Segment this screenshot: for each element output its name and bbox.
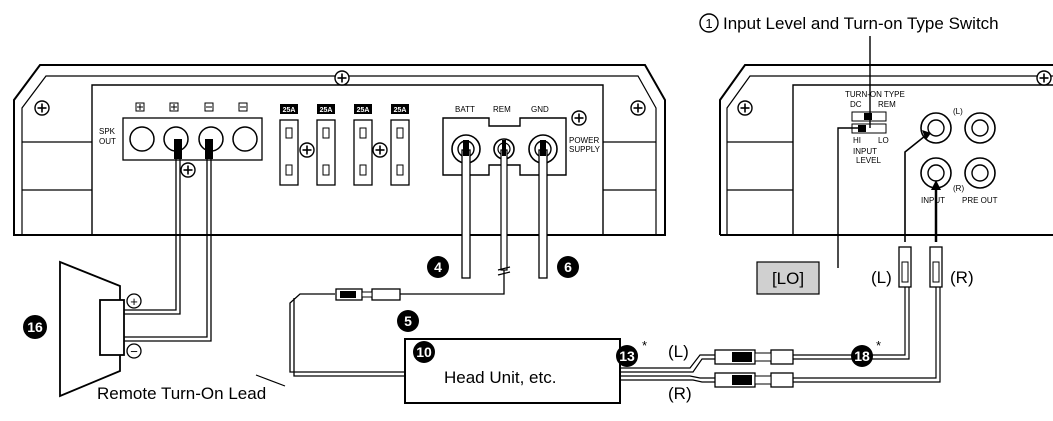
asterisk-13: * — [642, 338, 647, 353]
callout-18: 18 — [854, 348, 870, 364]
fuse: 25A — [316, 104, 336, 186]
fuse-rating-label: 25A — [283, 107, 296, 114]
rca-connectors: (L) (R) — [620, 342, 794, 403]
callout-6: 6 — [564, 259, 572, 275]
l-lead-label: (L) — [871, 268, 892, 287]
input-switch-label: Input Level and Turn-on Type Switch — [723, 14, 999, 33]
callout-5: 5 — [404, 313, 412, 329]
pre-out-label: PRE OUT — [962, 196, 998, 205]
lo-label: LO — [878, 136, 889, 145]
fuse-rating-label: 25A — [394, 107, 407, 114]
lo-box-label: [LO] — [772, 269, 804, 288]
screw-icon — [180, 162, 196, 178]
minus-icon — [126, 343, 142, 359]
fuse-block: 25A 25A 25A 25A — [279, 104, 410, 186]
rem-label: REM — [493, 105, 511, 114]
callout-16: 16 — [27, 319, 43, 335]
remote-turn-on-lead: Remote Turn-On Lead — [97, 270, 505, 403]
input-leads: (L) (R) — [790, 130, 974, 383]
input-label: INPUT — [921, 196, 945, 205]
asterisk-18: * — [876, 338, 881, 353]
amplifier-front-panel — [13, 64, 666, 236]
screw-icon — [34, 100, 50, 116]
turn-on-type-label: TURN-ON TYPE — [845, 90, 905, 99]
plus-icon — [126, 293, 142, 309]
gnd-label: GND — [531, 105, 549, 114]
screw-icon — [334, 70, 350, 86]
dc-label: DC — [850, 100, 862, 109]
head-unit-label: Head Unit, etc. — [444, 368, 556, 387]
minus-label: − — [130, 344, 138, 359]
terminal — [129, 126, 155, 152]
callout-13: 13 — [619, 348, 635, 364]
fuse-rating-label: 25A — [320, 107, 333, 114]
hi-label: HI — [853, 136, 861, 145]
screw-icon — [1036, 70, 1052, 86]
fuse: 25A — [390, 104, 410, 186]
terminal — [232, 126, 258, 152]
rca-r-label: (R) — [668, 384, 692, 403]
r-lead-label: (R) — [950, 268, 974, 287]
batt-label: BATT — [455, 105, 475, 114]
speaker: + − — [59, 139, 213, 398]
remote-lead-label: Remote Turn-On Lead — [97, 384, 266, 403]
plus-label: + — [130, 294, 138, 309]
l-jack-label: (L) — [953, 107, 963, 116]
callout-number: 1 — [705, 16, 712, 31]
screw-icon — [630, 100, 646, 116]
screw-icon — [737, 100, 753, 116]
fuse-rating-label: 25A — [357, 107, 370, 114]
callout-badges: 4 6 5 10 13 * 18 * 16 — [23, 256, 881, 367]
head-unit: Head Unit, etc. — [404, 338, 621, 404]
rem-label: REM — [878, 100, 896, 109]
fuse: 25A — [353, 104, 373, 186]
rca-l-label: (L) — [668, 342, 689, 361]
lo-box — [756, 261, 820, 295]
r-jack-label: (R) — [953, 184, 964, 193]
fuse: 25A — [279, 104, 299, 186]
screw-icon — [571, 110, 587, 126]
callout-10: 10 — [416, 344, 432, 360]
input-switch-callout: 1 Input Level and Turn-on Type Switch [L… — [699, 13, 999, 295]
callout-4: 4 — [434, 259, 442, 275]
screw-icon — [372, 142, 388, 158]
screw-icon — [299, 142, 315, 158]
